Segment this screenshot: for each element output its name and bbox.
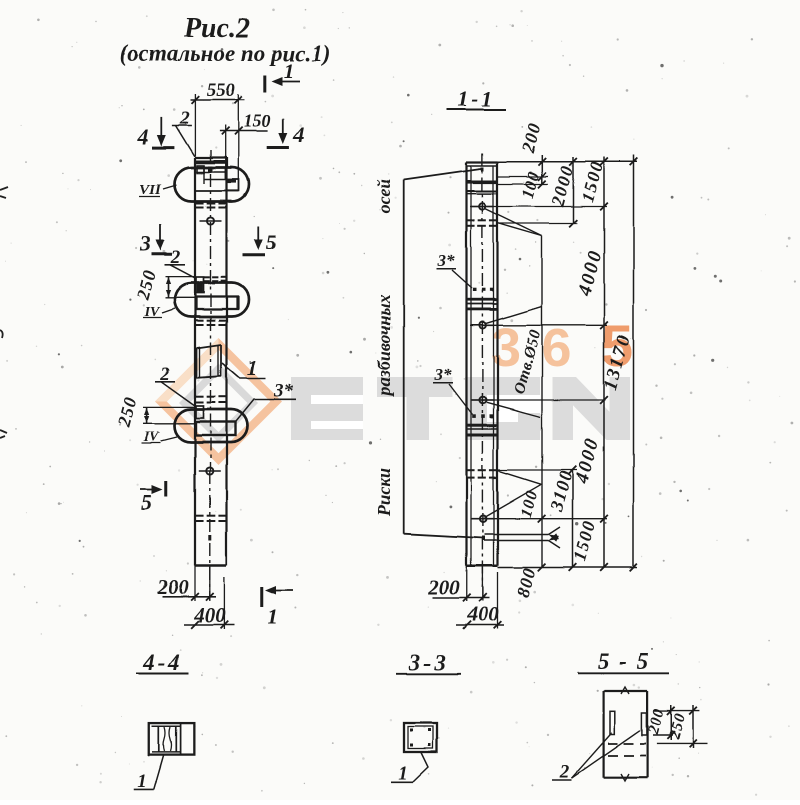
svg-text:3: 3 bbox=[491, 318, 521, 378]
svg-text:3-3: 3-3 bbox=[408, 650, 449, 675]
svg-text:1-1: 1-1 bbox=[457, 86, 495, 111]
svg-text:6: 6 bbox=[541, 318, 571, 378]
svg-text:Рис.2: Рис.2 bbox=[183, 13, 250, 44]
svg-text:2: 2 bbox=[170, 247, 181, 268]
svg-text:1: 1 bbox=[137, 771, 147, 792]
svg-text:1: 1 bbox=[267, 604, 278, 629]
svg-text:3*: 3* bbox=[437, 251, 456, 270]
svg-text:3: 3 bbox=[139, 231, 151, 256]
svg-text:IV: IV bbox=[144, 305, 161, 320]
svg-text:2: 2 bbox=[159, 364, 170, 385]
svg-text:4: 4 bbox=[137, 124, 149, 149]
svg-text:3*: 3* bbox=[434, 365, 453, 384]
svg-text:400: 400 bbox=[193, 603, 226, 627]
svg-text:1: 1 bbox=[284, 59, 295, 83]
svg-text:4: 4 bbox=[293, 122, 305, 147]
svg-text:200: 200 bbox=[156, 575, 189, 599]
svg-text:550: 550 bbox=[207, 80, 236, 101]
svg-text:250: 250 bbox=[666, 711, 689, 742]
svg-text:1: 1 bbox=[247, 356, 258, 380]
svg-text:400: 400 bbox=[466, 602, 499, 626]
svg-text:разбивочных: разбивочных bbox=[374, 294, 394, 397]
svg-text:5: 5 bbox=[141, 490, 152, 515]
svg-text:4-4: 4-4 bbox=[142, 650, 183, 675]
svg-text:1: 1 bbox=[398, 763, 408, 784]
svg-text:200: 200 bbox=[427, 575, 460, 599]
svg-text:2: 2 bbox=[559, 761, 570, 782]
svg-text:VII: VII bbox=[139, 182, 162, 198]
svg-text:5 - 5: 5 - 5 bbox=[598, 649, 650, 674]
svg-text:3*: 3* bbox=[274, 380, 295, 401]
svg-text:5: 5 bbox=[266, 230, 277, 254]
svg-text:IV: IV bbox=[143, 430, 160, 445]
svg-text:150: 150 bbox=[244, 111, 271, 131]
svg-text:осей: осей bbox=[374, 179, 394, 214]
svg-text:(остальное по рис.1): (остальное по рис.1) bbox=[120, 41, 331, 66]
svg-text:Риски: Риски bbox=[374, 468, 394, 517]
svg-text:200: 200 bbox=[645, 706, 668, 737]
svg-text:2: 2 bbox=[179, 108, 190, 129]
